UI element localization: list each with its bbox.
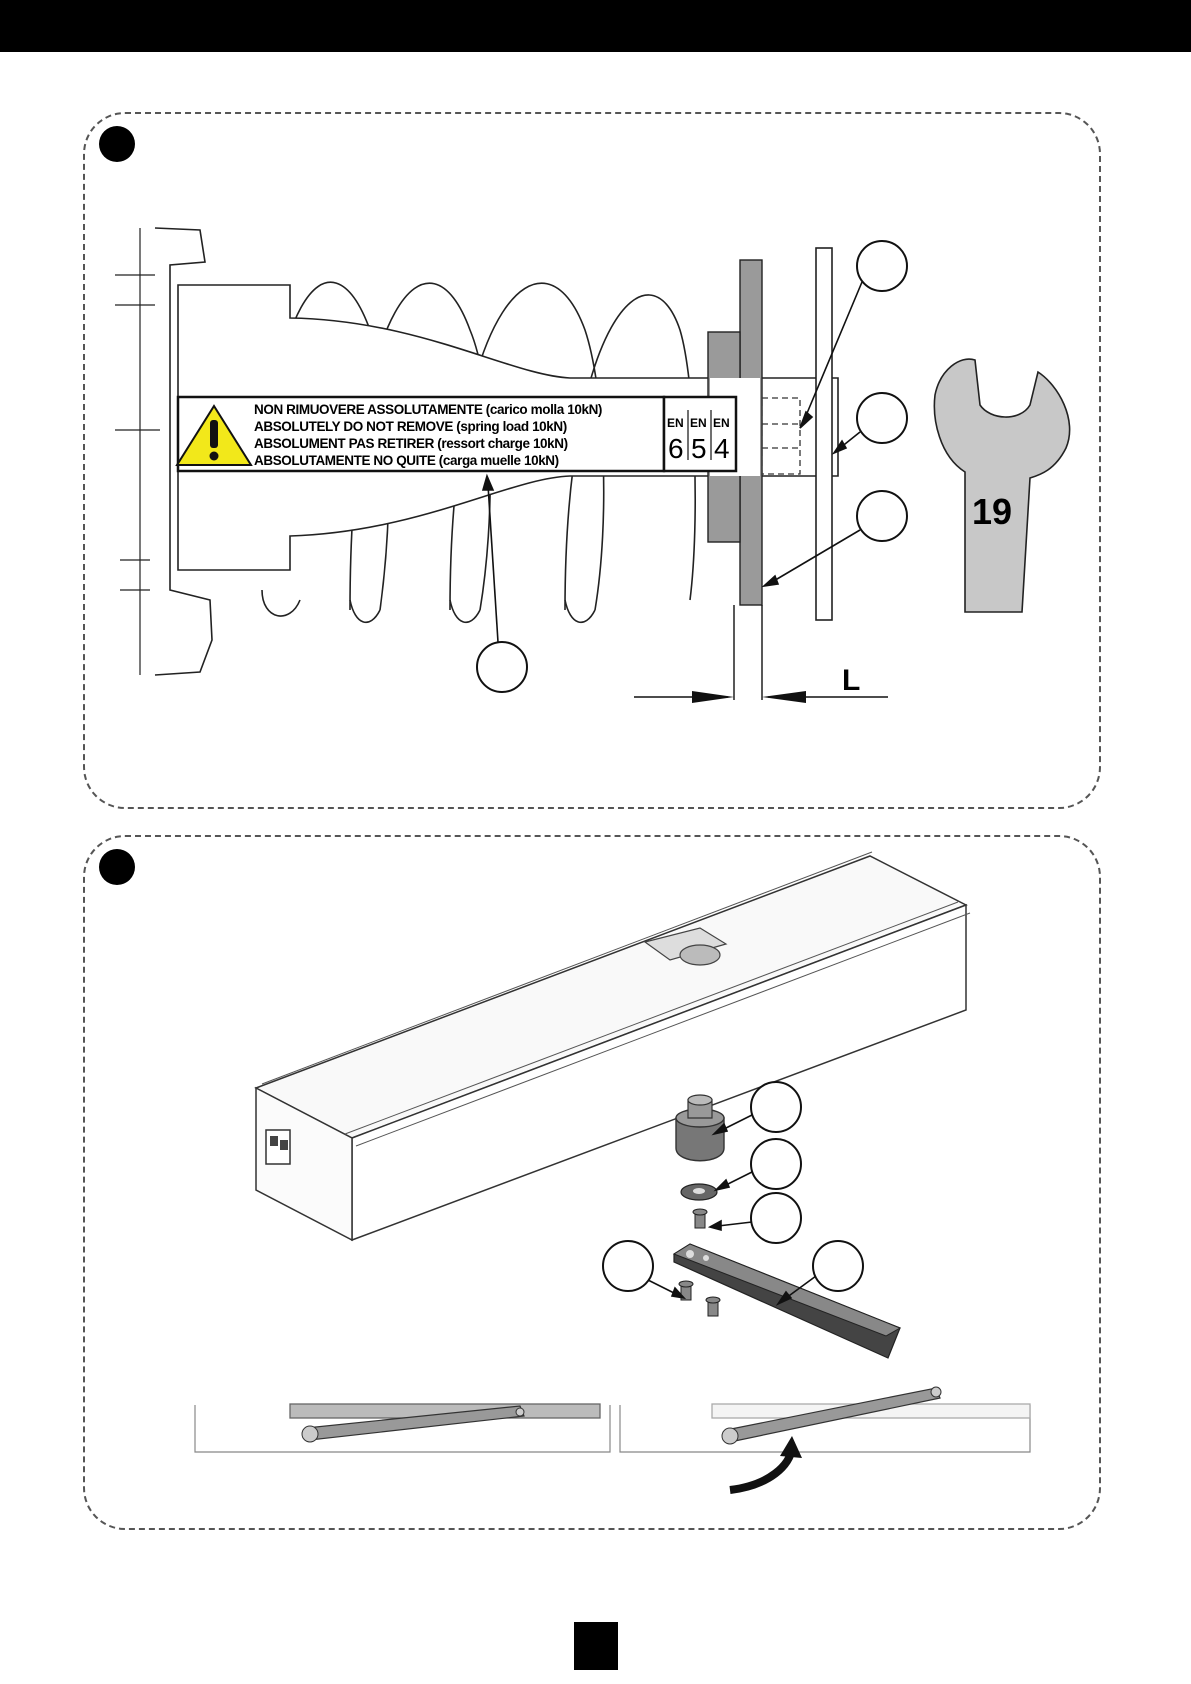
warning-line-4: ABSOLUTAMENTE NO QUITE (carga muelle 10k… xyxy=(254,453,559,468)
wrench-size-label: 19 xyxy=(972,491,1012,532)
en-mark-digit: 5 xyxy=(691,433,707,464)
callout-circle xyxy=(857,491,907,541)
callout-circle xyxy=(477,642,527,692)
callout-circle xyxy=(857,241,907,291)
en-mark-prefix: EN xyxy=(713,416,730,430)
en-mark-prefix: EN xyxy=(690,416,707,430)
en-mark-digit: 6 xyxy=(668,433,684,464)
dimension-label: L xyxy=(842,664,860,697)
wrench-icon xyxy=(934,359,1069,612)
warning-line-2: ABSOLUTELY DO NOT REMOVE (spring load 10… xyxy=(254,419,567,434)
warning-line-3: ABSOLUMENT PAS RETIRER (ressort charge 1… xyxy=(254,436,568,451)
step-panel-2 xyxy=(83,835,1101,1530)
page-number-box xyxy=(574,1622,618,1670)
callout-circle xyxy=(857,393,907,443)
spring-assembly-drawing: NON RIMUOVERE ASSOLUTAMENTE (carico moll… xyxy=(0,0,1191,830)
warning-line-1: NON RIMUOVERE ASSOLUTAMENTE (carico moll… xyxy=(254,402,602,417)
step-number-dot xyxy=(99,849,135,885)
en-mark-prefix: EN xyxy=(667,416,684,430)
en-mark-digit: 4 xyxy=(714,433,730,464)
